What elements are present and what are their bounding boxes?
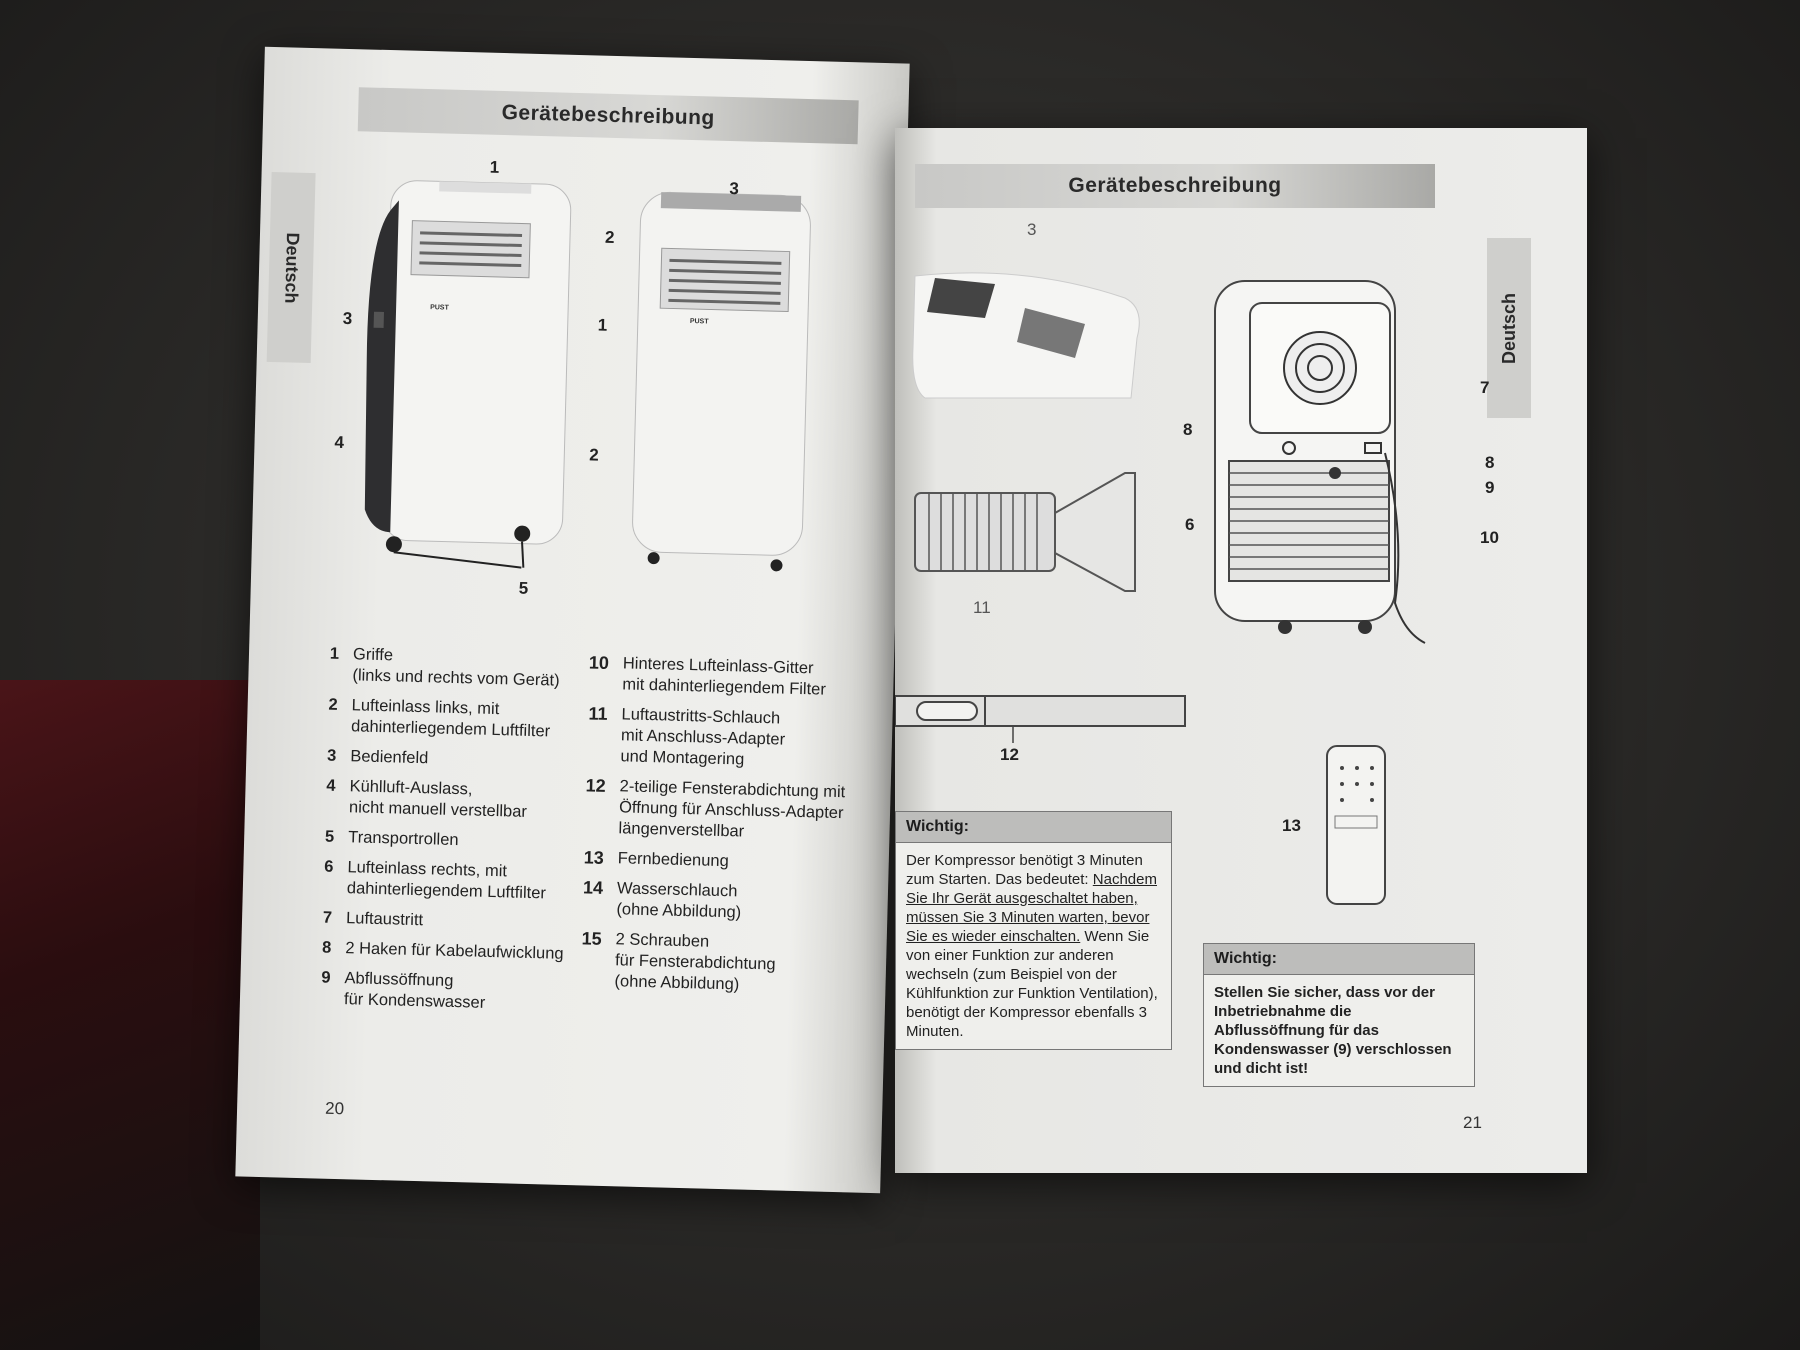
callout-9: 9 [1485, 478, 1495, 497]
legend-num: 1 [329, 644, 340, 663]
legend-text: 2 Haken für Kabelaufwicklung [345, 939, 564, 963]
callout-6: 6 [1185, 515, 1195, 534]
legend-item: 7 Luftaustritt [302, 907, 572, 935]
legend-num: 4 [326, 776, 336, 795]
notice-text-underlined: Nachdem Sie Ihr Gerät ausgeschaltet habe… [906, 871, 1157, 945]
ac-unit-front-illustration: PUST [364, 180, 572, 569]
important-notice-drain: Wichtig: Stellen Sie sicher, dass vor de… [1203, 943, 1475, 1087]
legend-item: 2 Lufteinlass links, mit dahinterliegende… [307, 694, 578, 743]
parts-legend-col2: 10 Hinteres Lufteinlass-Gitter mit dahint… [570, 652, 899, 1008]
legend-item: 13 Fernbedienung [574, 847, 894, 876]
callout-12: 12 [1000, 745, 1019, 764]
legend-num: 13 [583, 847, 605, 868]
legend-text: Abflussöffnung für Kondenswasser [343, 969, 486, 1012]
legend-text: Fernbedienung [617, 849, 729, 871]
legend-text: Transportrollen [348, 828, 459, 850]
legend-num: 15 [581, 928, 602, 949]
legend-text: Kühlluft-Auslass, nicht manuell verstell… [348, 777, 528, 821]
ac-unit-angled-illustration: PUST [632, 191, 811, 572]
callout-10: 10 [1480, 528, 1499, 547]
callout-7: 7 [1480, 378, 1490, 397]
legend-text: Luftaustritts-Schlauch mit Anschluss-Ada… [620, 705, 786, 769]
ac-unit-rear-illustration [1214, 280, 1426, 644]
legend-item: 1 Griffe (links und rechts vom Gerät) [308, 643, 579, 692]
page-number: 21 [1463, 1113, 1482, 1132]
callout-1-b: 1 [597, 315, 608, 335]
legend-text: Hinteres Lufteinlass-Gitter mit dahinter… [622, 654, 827, 699]
legend-item: 6 Lufteinlass rechts, mit dahinterliegend… [303, 856, 574, 905]
page-header-title: Gerätebeschreibung [501, 100, 716, 130]
legend-num: 14 [582, 877, 604, 898]
language-tab: Deutsch [266, 171, 316, 364]
callout-2-a: 4 [334, 432, 345, 452]
legend-num: 6 [324, 857, 334, 876]
notice-text: Wenn Sie von einer Funktion zur anderen … [906, 928, 1158, 1040]
legend-item: 15 2 Schrauben für Fensterabdichtung (ohn… [570, 928, 892, 999]
legend-text: Griffe (links und rechts vom Gerät) [352, 645, 560, 690]
legend-item: 4 Kühlluft-Auslass, nicht manuell verstel… [305, 775, 576, 824]
callout-1-a: 3 [342, 308, 353, 329]
remote-control-illustration [1326, 745, 1386, 905]
language-tab: Deutsch [1487, 238, 1531, 418]
legend-text: Lufteinlass links, mit dahinterliegendem… [350, 696, 551, 741]
notice-title: Wichtig: [896, 812, 1171, 843]
legend-item: 9 Abflussöffnung für Kondenswasser [300, 967, 571, 1016]
language-tab-label: Deutsch [1498, 292, 1519, 364]
legend-item: 8 2 Haken für Kabelaufwicklung [301, 937, 571, 965]
control-panel-illustration [912, 272, 1140, 399]
notice-body: Der Kompressor benötigt 3 Minuten zum St… [896, 843, 1171, 1049]
legend-num: 8 [321, 938, 332, 957]
legend-item: 3 Bedienfeld [306, 745, 576, 773]
legend-item: 11 Luftaustritts-Schlauch mit Anschluss-A… [576, 703, 898, 774]
callout-2-b: 2 [589, 445, 600, 465]
page-header: Gerätebeschreibung [357, 87, 859, 145]
language-tab-label: Deutsch [280, 231, 303, 304]
legend-num: 5 [324, 827, 335, 846]
callout-13: 13 [1282, 816, 1301, 835]
legend-item: 12 2-teilige Fensterabdichtung mit Öffnun… [574, 775, 896, 846]
legend-item: 10 Hinteres Lufteinlass-Gitter mit dahint… [578, 652, 899, 702]
callout-3-b: 3 [729, 178, 740, 199]
callout-5: 5 [518, 578, 529, 598]
legend-num: 9 [321, 968, 331, 987]
background-object [0, 680, 260, 1350]
legend-text: Lufteinlass rechts, mit dahinterliegende… [346, 858, 547, 903]
legend-text: 2-teilige Fensterabdichtung mit Öffnung … [618, 777, 846, 841]
callout-4: 2 [604, 227, 615, 247]
window-seal-illustration [895, 695, 1186, 743]
notice-title: Wichtig: [1204, 944, 1474, 975]
exhaust-hose-illustration [914, 472, 1136, 592]
callout-8-a: 8 [1183, 420, 1193, 439]
legend-num: 3 [326, 746, 337, 765]
legend-num: 11 [588, 703, 608, 724]
brand-label-a: PUST [430, 304, 450, 312]
manual-page-right: Gerätebeschreibung Deutsch 3 11 12 [895, 128, 1587, 1173]
page-header-title: Gerätebeschreibung [1068, 174, 1282, 197]
notice-body: Stellen Sie sicher, dass vor der Inbetri… [1214, 984, 1452, 1077]
legend-text: Bedienfeld [350, 747, 429, 768]
brand-label-b: PUST [690, 318, 710, 326]
callout-3: 3 [1027, 220, 1037, 239]
notice-text: Der Kompressor benötigt 3 Minuten zum St… [906, 852, 1143, 888]
legend-num: 2 [328, 695, 338, 714]
page-header: Gerätebeschreibung [915, 164, 1435, 208]
legend-text: Wasserschlauch (ohne Abbildung) [616, 879, 742, 922]
callout-3-a: 1 [489, 157, 500, 177]
legend-num: 7 [322, 908, 333, 927]
legend-num: 12 [585, 775, 606, 796]
legend-item: 14 Wasserschlauch (ohne Abbildung) [572, 877, 893, 927]
important-notice-compressor: Wichtig: Der Kompressor benötigt 3 Minut… [895, 811, 1172, 1050]
manual-page-left: Gerätebeschreibung Deutsch PUST PUST 1 [235, 46, 910, 1194]
callout-8-b: 8 [1485, 453, 1495, 472]
legend-item: 5 Transportrollen [304, 826, 574, 854]
legend-num: 10 [588, 652, 610, 673]
page-number: 20 [324, 1098, 345, 1119]
legend-text: 2 Schrauben für Fensterabdichtung (ohne … [614, 930, 776, 994]
callout-11: 11 [973, 598, 991, 617]
legend-text: Luftaustritt [345, 909, 424, 930]
